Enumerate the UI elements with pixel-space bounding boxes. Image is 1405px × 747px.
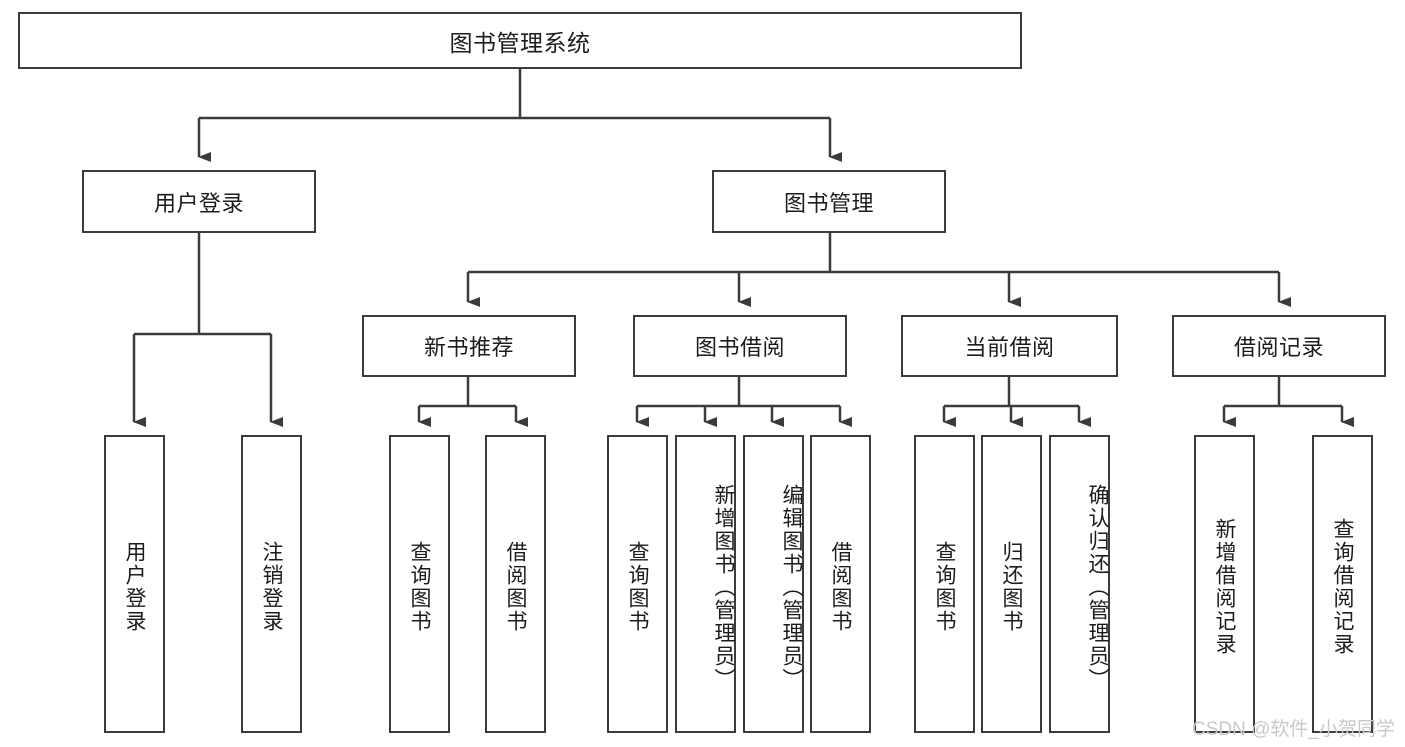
- node-label: 图书管理系统: [449, 29, 591, 56]
- node-leaf-confirm-return[interactable]: 确认归还（管理员）: [1049, 435, 1110, 733]
- node-label: 归还图书: [1000, 541, 1023, 633]
- node-leaf-return-book[interactable]: 归还图书: [981, 435, 1042, 733]
- node-leaf-borrow-book-1[interactable]: 借阅图书: [485, 435, 546, 733]
- node-root-system[interactable]: 图书管理系统: [18, 12, 1022, 69]
- node-leaf-user-login[interactable]: 用户登录: [104, 435, 165, 733]
- node-leaf-query-book-2[interactable]: 查询图书: [607, 435, 668, 733]
- node-leaf-add-book[interactable]: 新增图书（管理员）: [675, 435, 736, 733]
- node-label: 新书推荐: [423, 335, 514, 360]
- node-label: 借阅图书: [829, 541, 852, 633]
- csdn-watermark: CSDN @软件_小贺同学: [1192, 719, 1395, 740]
- node-label: 用户登录: [153, 190, 244, 216]
- node-label: 图书管理: [783, 190, 874, 216]
- node-label: 图书借阅: [694, 335, 785, 360]
- node-leaf-edit-book[interactable]: 编辑图书（管理员）: [743, 435, 804, 733]
- node-label: 查询图书: [408, 541, 431, 633]
- node-leaf-user-logout[interactable]: 注销登录: [241, 435, 302, 733]
- node-borrow-record[interactable]: 借阅记录: [1172, 315, 1386, 377]
- node-label: 查询图书: [933, 541, 956, 633]
- node-label: 注销登录: [260, 541, 283, 633]
- node-label: 编辑图书（管理员）: [780, 483, 803, 691]
- node-label: 查询借阅记录: [1331, 518, 1354, 656]
- node-user-login[interactable]: 用户登录: [82, 170, 316, 233]
- node-label: 当前借阅: [964, 335, 1055, 360]
- node-leaf-query-book-1[interactable]: 查询图书: [389, 435, 450, 733]
- node-label: 新增借阅记录: [1213, 518, 1236, 656]
- node-leaf-add-record[interactable]: 新增借阅记录: [1194, 435, 1255, 733]
- node-leaf-query-book-3[interactable]: 查询图书: [914, 435, 975, 733]
- node-book-borrow[interactable]: 图书借阅: [633, 315, 847, 377]
- node-label: 查询图书: [626, 541, 649, 633]
- node-label: 借阅图书: [504, 541, 527, 633]
- node-new-book-recommend[interactable]: 新书推荐: [362, 315, 576, 377]
- node-leaf-borrow-book-2[interactable]: 借阅图书: [810, 435, 871, 733]
- node-label: 确认归还（管理员）: [1086, 483, 1109, 691]
- node-label: 新增图书（管理员）: [712, 483, 735, 691]
- node-current-borrow[interactable]: 当前借阅: [901, 315, 1118, 377]
- node-label: 用户登录: [123, 541, 146, 633]
- node-leaf-query-record[interactable]: 查询借阅记录: [1312, 435, 1373, 733]
- node-book-management[interactable]: 图书管理: [712, 170, 946, 233]
- node-label: 借阅记录: [1233, 335, 1324, 360]
